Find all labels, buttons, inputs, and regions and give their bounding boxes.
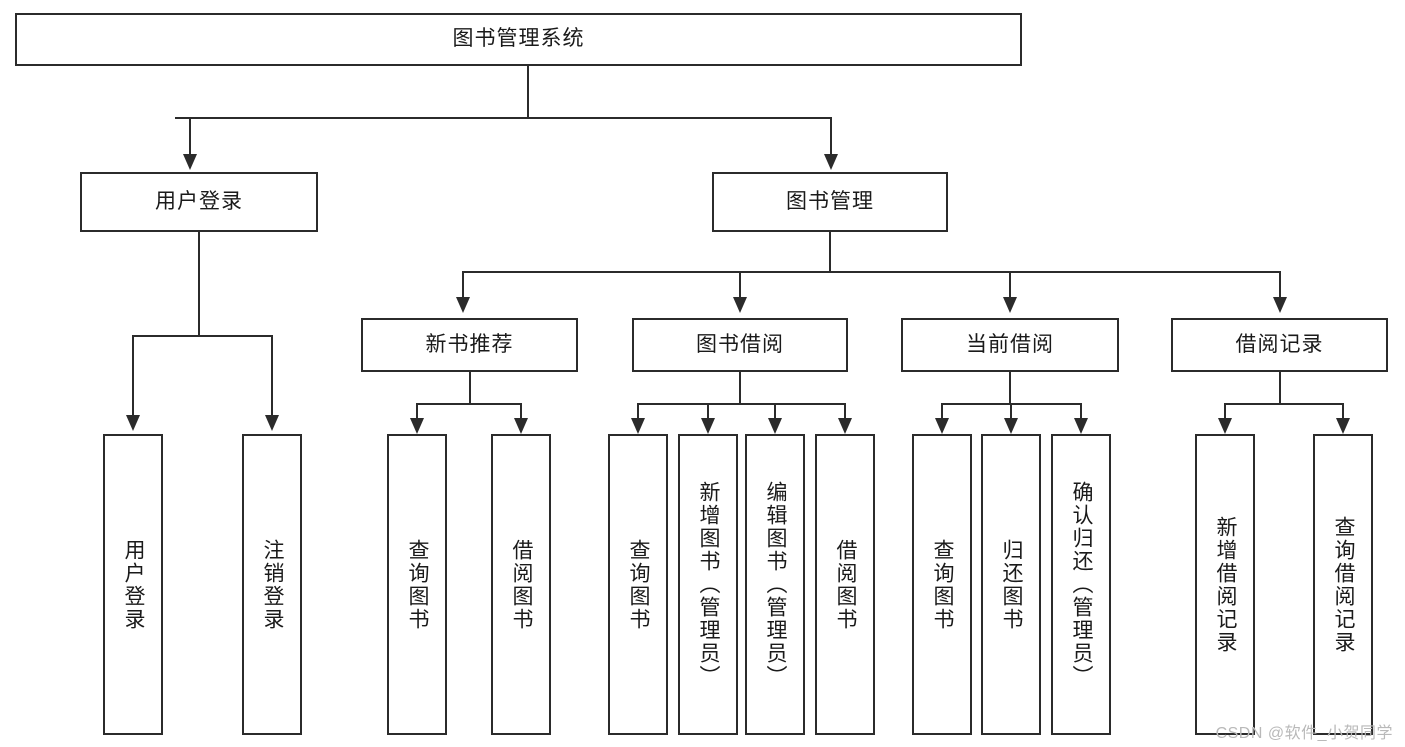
node-label: 查询借阅记录	[1332, 515, 1356, 654]
leaf-new-book-borrow[interactable]: 借阅图书	[491, 434, 551, 735]
leaf-return-book[interactable]: 归还图书	[981, 434, 1041, 735]
node-label: 查询图书	[627, 538, 651, 631]
edge-root-to-book-manage	[830, 117, 832, 156]
node-label: 图书借阅	[696, 332, 784, 356]
edge-book-borrow-to-leaf-4	[844, 403, 846, 421]
node-label: 查询图书	[931, 538, 955, 631]
arrow-to-new-book	[456, 297, 470, 313]
leaf-confirm-return-admin[interactable]: 确认归还（管理员）	[1051, 434, 1111, 735]
edge-to-new-book	[462, 271, 464, 299]
arrow-to-logout-leaf	[265, 415, 279, 431]
edge-user-login-to-leaf-2	[271, 335, 273, 417]
edge-root-bus	[175, 117, 832, 119]
arrow-to-book-manage	[824, 154, 838, 170]
arrow-current-borrow-leaf-3	[1074, 418, 1088, 434]
edge-book-borrow-to-leaf-3	[774, 403, 776, 421]
arrow-borrow-record-leaf-1	[1218, 418, 1232, 434]
node-label: 用户登录	[155, 189, 243, 213]
arrow-new-book-leaf-1	[410, 418, 424, 434]
edge-book-borrow-to-leaf-1	[637, 403, 639, 421]
arrow-book-borrow-leaf-2	[701, 418, 715, 434]
leaf-user-login[interactable]: 用户登录	[103, 434, 163, 735]
arrow-to-current-borrow	[1003, 297, 1017, 313]
edge-book-borrow-to-leaf-2	[707, 403, 709, 421]
edge-new-book-bus	[416, 403, 522, 405]
node-label: 编辑图书（管理员）	[764, 481, 788, 688]
node-root-system[interactable]: 图书管理系统	[15, 13, 1022, 66]
leaf-current-borrow-query[interactable]: 查询图书	[912, 434, 972, 735]
arrow-current-borrow-leaf-2	[1004, 418, 1018, 434]
edge-new-book-to-leaf-1	[416, 403, 418, 421]
node-label: 新增图书（管理员）	[697, 481, 721, 688]
edge-root-to-user-login	[189, 117, 191, 156]
csdn-watermark: CSDN @软件_小贺同学	[1215, 725, 1393, 742]
node-label: 确认归还（管理员）	[1070, 481, 1094, 688]
edge-to-current-borrow	[1009, 271, 1011, 299]
edge-borrow-record-to-leaf-1	[1224, 403, 1226, 421]
leaf-book-add-admin[interactable]: 新增图书（管理员）	[678, 434, 738, 735]
node-label: 新增借阅记录	[1214, 515, 1238, 654]
leaf-query-borrow-record[interactable]: 查询借阅记录	[1313, 434, 1373, 735]
arrow-to-borrow-record	[1273, 297, 1287, 313]
leaf-book-borrow-query[interactable]: 查询图书	[608, 434, 668, 735]
edge-new-book-to-leaf-2	[520, 403, 522, 421]
edge-to-borrow-record	[1279, 271, 1281, 299]
edge-borrow-record-to-leaf-2	[1342, 403, 1344, 421]
edge-current-borrow-to-leaf-2	[1010, 403, 1012, 421]
edge-user-login-stem	[198, 232, 200, 336]
edge-borrow-record-bus	[1224, 403, 1344, 405]
edge-current-borrow-stem	[1009, 372, 1011, 404]
arrow-to-book-borrow	[733, 297, 747, 313]
node-label: 注销登录	[261, 538, 285, 631]
edge-book-borrow-bus	[637, 403, 845, 405]
leaf-book-borrow-action[interactable]: 借阅图书	[815, 434, 875, 735]
arrow-current-borrow-leaf-1	[935, 418, 949, 434]
node-label: 图书管理	[786, 189, 874, 213]
arrow-book-borrow-leaf-3	[768, 418, 782, 434]
node-current-borrow[interactable]: 当前借阅	[901, 318, 1119, 372]
edge-current-borrow-to-leaf-1	[941, 403, 943, 421]
arrow-new-book-leaf-2	[514, 418, 528, 434]
arrow-to-user-login	[183, 154, 197, 170]
arrow-book-borrow-leaf-4	[838, 418, 852, 434]
edge-book-manage-bus	[462, 271, 1280, 273]
edge-current-borrow-to-leaf-3	[1080, 403, 1082, 421]
leaf-logout[interactable]: 注销登录	[242, 434, 302, 735]
node-book-borrow[interactable]: 图书借阅	[632, 318, 848, 372]
node-label: 用户登录	[122, 538, 146, 631]
arrow-book-borrow-leaf-1	[631, 418, 645, 434]
edge-borrow-record-stem	[1279, 372, 1281, 404]
edge-new-book-stem	[469, 372, 471, 404]
edge-user-login-to-leaf-1	[132, 335, 134, 417]
leaf-add-borrow-record[interactable]: 新增借阅记录	[1195, 434, 1255, 735]
leaf-book-edit-admin[interactable]: 编辑图书（管理员）	[745, 434, 805, 735]
edge-to-book-borrow	[739, 271, 741, 299]
node-label: 借阅记录	[1235, 332, 1324, 356]
node-label: 借阅图书	[834, 538, 858, 631]
node-label: 查询图书	[406, 538, 430, 631]
leaf-new-book-query[interactable]: 查询图书	[387, 434, 447, 735]
node-user-login[interactable]: 用户登录	[80, 172, 318, 232]
edge-book-borrow-stem	[739, 372, 741, 404]
node-label: 借阅图书	[510, 538, 534, 631]
edge-book-manage-stem	[829, 232, 831, 273]
node-new-book-recommend[interactable]: 新书推荐	[361, 318, 578, 372]
node-label: 当前借阅	[966, 332, 1054, 356]
node-label: 归还图书	[1000, 538, 1024, 631]
node-label: 新书推荐	[425, 332, 514, 356]
node-book-manage[interactable]: 图书管理	[712, 172, 948, 232]
arrow-borrow-record-leaf-2	[1336, 418, 1350, 434]
edge-root-stem	[527, 66, 529, 118]
edge-user-login-bus	[132, 335, 273, 337]
arrow-to-user-login-leaf	[126, 415, 140, 431]
node-borrow-record[interactable]: 借阅记录	[1171, 318, 1388, 372]
node-label: 图书管理系统	[452, 27, 585, 51]
